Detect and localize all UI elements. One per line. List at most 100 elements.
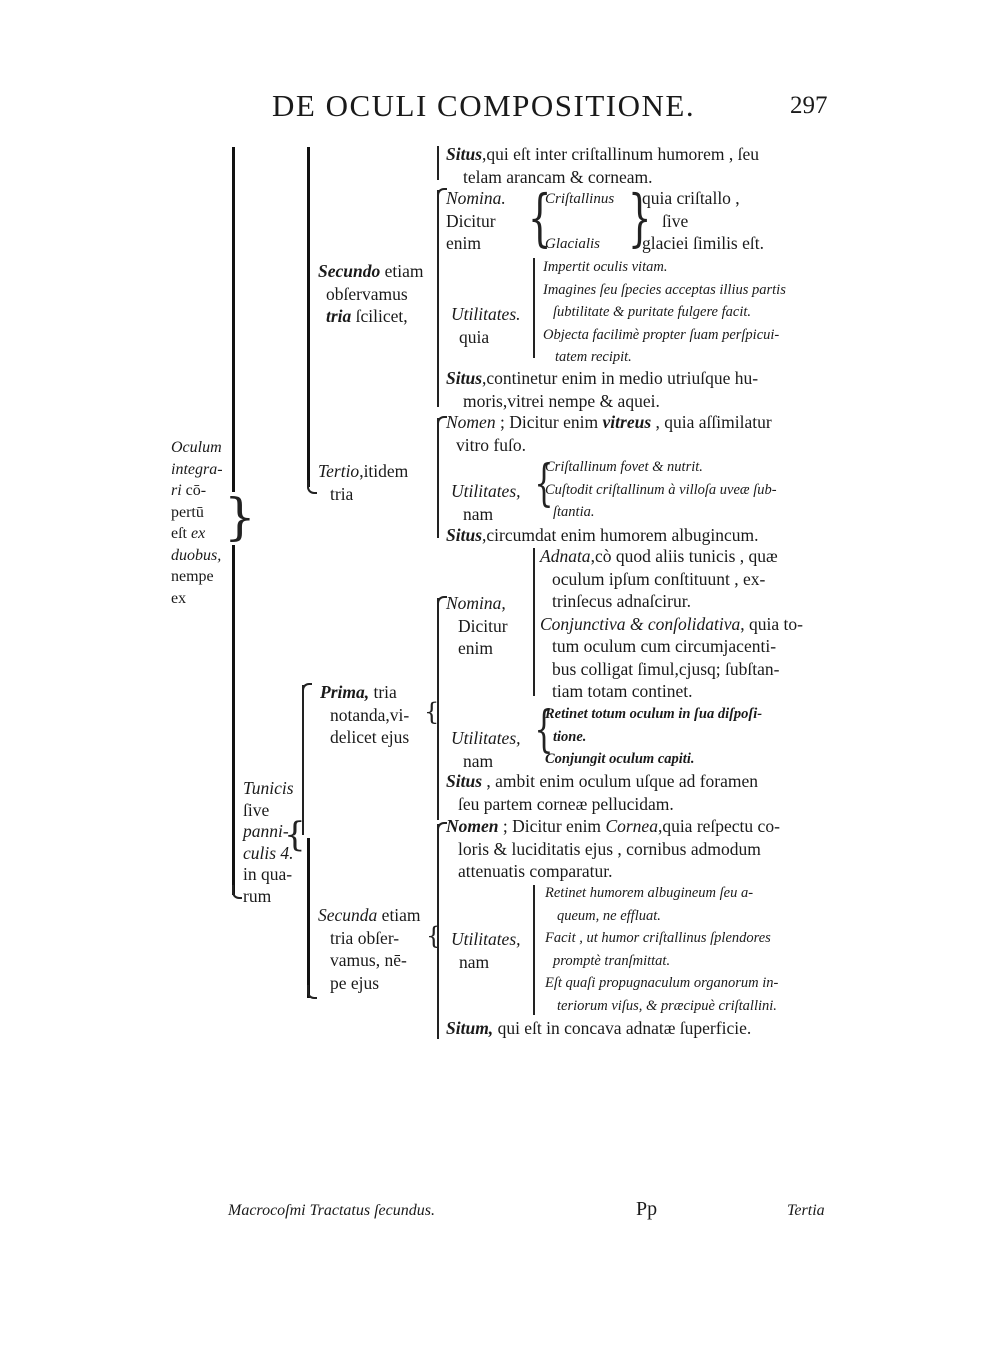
secunda-bracket-hook [307, 985, 317, 999]
prima-utilitates-list: Retinet totum oculum in ſua diſpoſi- tio… [545, 703, 762, 771]
adnata-line: trinſecus adnaſcirur. [552, 591, 691, 611]
situs-label: Situs [446, 525, 482, 545]
explanation-line: quia criſtallo , [642, 188, 740, 208]
nomen-line: Nomen ; Dicitur enim vitreus , quia aſſi… [446, 411, 772, 434]
nomen-label: Nomen [446, 412, 496, 432]
cristallinus-name: Criſtallinus [545, 191, 615, 207]
utilitates-label: Utilitates, [451, 929, 521, 949]
quia-label: quia [459, 326, 490, 347]
secundo-label: Secundo etiam obſervamus tria ſcilicet, [318, 260, 423, 328]
secunda-roman: etiam [377, 905, 421, 925]
prima-line: delicet ejus [330, 727, 410, 747]
adnata-label: Adnata [540, 546, 591, 566]
prima-nomina-list: Adnata,cò quod aliis tunicis , quæ oculu… [540, 545, 803, 703]
top-situs-line: Situs,qui eſt inter criſtallinum humorem… [446, 143, 759, 166]
util-item: ſtantia. [553, 504, 595, 520]
page-title: DE OCULI COMPOSITIONE. [272, 88, 696, 123]
prima-roman: tria [369, 682, 397, 702]
secunda-line: tria obſer- [330, 927, 400, 948]
tertio-italic: Tertio [318, 461, 360, 481]
nam-label: nam [459, 951, 490, 972]
secunda-inner-top-hook [437, 822, 447, 834]
enim-label: enim [446, 233, 481, 253]
secundo-roman: etiam [380, 261, 424, 281]
util-item: Eſt quaſi propugnaculum organorum in- [545, 975, 779, 991]
bracket-line-outer-bottom [232, 545, 235, 895]
signature-mark: Pp [636, 1198, 658, 1220]
nomina-brace: { [527, 181, 552, 254]
util-item: Cuſtodit criſtallinum à villoſa uveæ ſub… [545, 481, 777, 498]
prima-utilitates-label: Utilitates, nam [451, 727, 521, 772]
bracket-line-prima-nomina [533, 548, 535, 696]
bracket-line-secunda-inner [437, 824, 439, 1039]
nomen-text: ,quia reſpectu co- [657, 816, 780, 836]
secunda-line: vamus, nē- [330, 950, 407, 970]
situm-text: qui eſt in concava adnatæ ſuperficie. [493, 1018, 752, 1038]
bracket-line-tunic-bottom [307, 838, 310, 998]
situs-label: Situs [446, 368, 482, 388]
situs-text: ,qui eſt inter criſtallinum humorem , ſe… [482, 144, 760, 164]
explanation-line: ſive [662, 210, 689, 231]
secunda-brace: { [426, 922, 442, 950]
nomen-line: attenuatis comparatur. [458, 861, 613, 881]
tertio-line: tria [330, 483, 354, 504]
bracket-line-tunic-top [307, 147, 310, 487]
margin-line-roman: eſt [171, 525, 187, 542]
nomina-close-brace: } [627, 181, 652, 254]
situs-text: ,continetur enim in medio utriuſque hu- [482, 368, 759, 388]
secundo-italic: tria [326, 306, 352, 326]
prima-bracket-hook [302, 683, 312, 695]
prima-brace: { [424, 698, 440, 726]
situs-label: Situs [446, 771, 482, 791]
tunicis-brace: { [284, 815, 306, 855]
bracket-line-prima [302, 685, 304, 835]
secunda-utilitates-label: Utilitates, nam [451, 928, 521, 973]
util-item: teriorum viſus, & præcipuè criſtallini. [557, 997, 777, 1014]
secunda-italic: Secunda [318, 905, 378, 925]
situs-label: Situs [446, 144, 482, 164]
util-item: Imagines ſeu ſpecies acceptas illius par… [543, 281, 786, 298]
util-item: tione. [553, 728, 587, 745]
margin-line: duobus, [171, 546, 222, 564]
secunda-line: pe ejus [330, 972, 380, 993]
nomen-text: , quia aſſimilatur [651, 412, 772, 432]
adnata-text: ,cò quod aliis tunicis , quæ [590, 546, 778, 566]
situs-line: ſeu partem corneæ pellucidam. [458, 793, 674, 814]
margin-line: pertū [171, 503, 204, 521]
nomen-italic: Cornea [605, 816, 658, 836]
util-item: Conjungit oculum capiti. [545, 751, 695, 767]
conj-line: bus colligat ſimul,cjusq; ſubſtan- [552, 658, 780, 679]
margin-line: eſt ex [171, 523, 223, 545]
outer-bracket-bottom-hook [232, 885, 242, 899]
bracket-line-top-situs [437, 146, 439, 180]
util-item: promptè tranſmittat. [553, 952, 671, 969]
utilitates-label: Utilitates, [451, 481, 521, 501]
utilitates-label: Utilitates. [451, 304, 521, 324]
margin-line-italic: ex [187, 525, 206, 542]
situm-label: Situm, [446, 1018, 494, 1038]
situs-line: moris,vitrei nempe & aquei. [463, 390, 660, 411]
adnata-line: Adnata,cò quod aliis tunicis , quæ [540, 545, 803, 568]
tunicis-line: ſive [243, 799, 270, 820]
tertio-utilitates-list: Criſtallinum fovet & nutrit. Cuſtodit cr… [545, 456, 777, 524]
catchword: Tertia [787, 1202, 825, 1219]
util-item: ſubtilitate & puritate fulgere facit. [553, 304, 752, 320]
util-item: Retinet humorem albugineum ſeu a- [545, 885, 754, 901]
nomen-label: Nomen [446, 816, 499, 836]
left-margin-text: Oculum integra- ri cō- pertū eſt ex duob… [171, 437, 223, 609]
tunicis-label: Tunicis ſive panni- culis 4. in qua- rum [243, 778, 294, 907]
secundo-italic: Secundo [318, 261, 381, 281]
prima-situs-entry: Situs , ambit enim oculum uſque ad foram… [446, 770, 758, 815]
secundo-line: Secundo etiam [318, 260, 423, 283]
situs-line: Situs,continetur enim in medio utriuſque… [446, 367, 758, 390]
running-footer: Macrocoſmi Tractatus ſecundus. [228, 1202, 435, 1219]
conj-line: tum oculum cum circumjacenti- [552, 636, 777, 656]
glacialis-name: Glacialis [545, 236, 600, 252]
bracket-line-tertio [437, 418, 439, 538]
conj-line: Conjunctiva & conſolidativa, quia to- [540, 613, 803, 636]
margin-line: ex [171, 589, 187, 607]
bracket-line-prima-inner [437, 598, 439, 820]
conj-label: Conjunctiva & conſolidativa [540, 613, 741, 634]
tertio-roman: ,itidem [359, 461, 409, 481]
tertio-util-brace: { [534, 454, 554, 512]
